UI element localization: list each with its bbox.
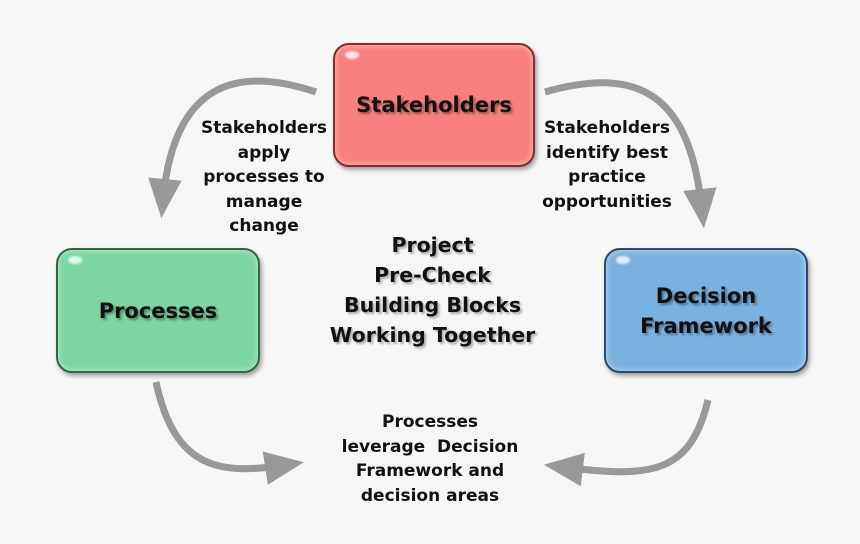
edge-label-line: change bbox=[229, 216, 299, 236]
edge-label-line: apply bbox=[237, 142, 291, 163]
edge-label-line: Processes bbox=[381, 412, 478, 432]
decision-framework-node: Decision Framework bbox=[604, 248, 808, 373]
decision-framework-label-line1: Decision bbox=[655, 283, 757, 308]
edge-label-line: processes to bbox=[203, 167, 325, 187]
edge-label-line: manage bbox=[225, 191, 303, 212]
processes-label: Processes bbox=[98, 298, 218, 323]
stakeholders-label: Stakeholders bbox=[356, 93, 512, 117]
edge-label-stakeholders-processes: Stakeholders apply processes to manage c… bbox=[192, 116, 336, 239]
edge-label-stakeholders-decision: Stakeholders identify best practice oppo… bbox=[534, 116, 680, 214]
arrow-processes-to-bottom bbox=[152, 381, 304, 485]
arrow-stakeholders-to-processes bbox=[148, 77, 318, 219]
center-title: Project Pre-Check Building Blocks Workin… bbox=[310, 230, 555, 350]
edge-label-line: decision areas bbox=[360, 485, 500, 506]
edge-label-bottom: Processes leverage Decision Framework an… bbox=[320, 410, 540, 508]
arrow-decision-to-bottom bbox=[543, 399, 712, 487]
edge-label-line: Framework and bbox=[355, 461, 505, 481]
edge-label-line: Stakeholders bbox=[543, 118, 671, 138]
edge-label-line: leverage Decision bbox=[341, 436, 519, 457]
edge-label-line: practice bbox=[568, 167, 646, 187]
edge-label-line: identify best bbox=[546, 142, 668, 163]
stakeholders-node: Stakeholders bbox=[333, 43, 535, 167]
center-title-line: Building Blocks bbox=[343, 293, 522, 317]
edge-label-line: opportunities bbox=[542, 191, 672, 212]
arrow-stakeholders-to-decision bbox=[544, 79, 717, 229]
decision-framework-label-line2: Framework bbox=[640, 313, 772, 338]
center-title-line: Project bbox=[391, 233, 474, 257]
center-title-line: Working Together bbox=[329, 323, 536, 347]
edge-label-line: Stakeholders bbox=[200, 118, 328, 138]
processes-node: Processes bbox=[56, 248, 260, 373]
center-title-line: Pre-Check bbox=[374, 263, 491, 287]
